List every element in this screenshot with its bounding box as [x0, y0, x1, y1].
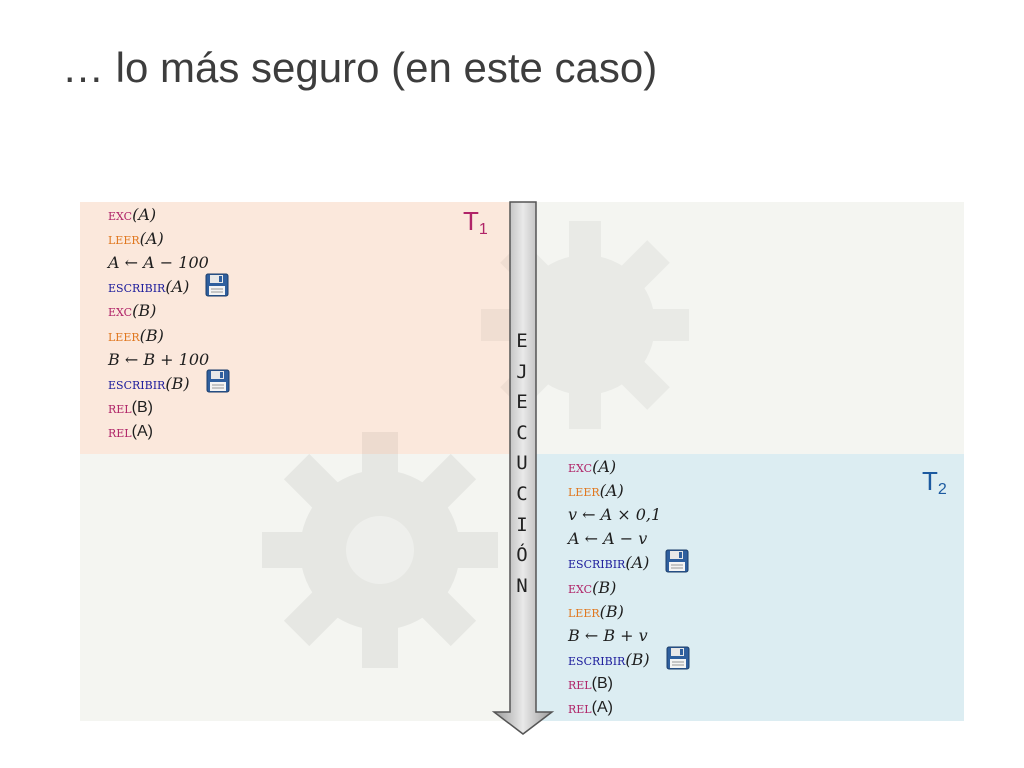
t2-label: T2 [922, 466, 947, 498]
operation-keyword: escribir [568, 650, 626, 670]
operation-expression: B ← B + 100 [108, 349, 210, 369]
operation-line: v ← A × 0,1 [568, 502, 690, 526]
operation-keyword: rel [108, 398, 132, 418]
operation-argument: (B) [165, 373, 190, 393]
operation-line: escribir(B) [568, 646, 690, 674]
gear-watermark-icon [262, 432, 498, 668]
operation-keyword: exc [108, 204, 133, 224]
operation-line: A ← A − 100 [108, 250, 230, 274]
operation-line: A ← A − v [568, 527, 690, 551]
operation-line: B ← B + 100 [108, 347, 230, 371]
operation-keyword: exc [568, 577, 593, 597]
execution-letter: N [516, 574, 528, 597]
execution-letter: C [516, 421, 528, 444]
execution-letter: J [516, 360, 528, 383]
operation-keyword: exc [108, 301, 133, 321]
operation-argument: (A) [599, 480, 624, 500]
operation-keyword: leer [568, 601, 600, 621]
operation-argument: (B) [599, 601, 624, 621]
t1-background [80, 202, 510, 454]
floppy-disk-icon [666, 646, 690, 674]
operation-expression: B ← B + v [568, 625, 648, 645]
operation-line: rel(B) [568, 672, 690, 696]
operation-line: escribir(B) [108, 369, 230, 397]
operation-line: rel(B) [108, 396, 230, 420]
slide-title: … lo más seguro (en este caso) [62, 44, 658, 91]
execution-letter: Ó [516, 544, 528, 567]
operation-argument: (A) [131, 422, 153, 440]
operation-argument: (A) [591, 698, 613, 716]
operation-argument: (A) [592, 456, 617, 476]
operation-line: leer(B) [568, 599, 690, 623]
execution-letter: U [516, 452, 528, 475]
bottom-left-background [80, 454, 510, 721]
operation-argument: (A) [165, 277, 190, 297]
operation-argument: (A) [625, 553, 650, 573]
operation-line: escribir(A) [568, 549, 690, 577]
operation-argument: (B) [591, 674, 613, 692]
execution-letter: C [516, 482, 528, 505]
top-right-background [510, 202, 964, 454]
operation-keyword: escribir [108, 373, 166, 393]
execution-letter: E [516, 391, 528, 414]
operation-argument: (A) [132, 204, 157, 224]
operation-argument: (B) [131, 398, 153, 416]
operation-keyword: leer [108, 325, 140, 345]
floppy-disk-icon [206, 369, 230, 397]
operation-expression: v ← A × 0,1 [568, 504, 662, 524]
operation-expression: A ← A − v [568, 529, 648, 549]
operation-line: leer(B) [108, 323, 230, 347]
operation-argument: (B) [132, 301, 157, 321]
operation-line: exc(B) [108, 299, 230, 323]
operation-line: B ← B + v [568, 623, 690, 647]
execution-letter: I [516, 513, 528, 536]
execution-arrow [491, 201, 555, 735]
operation-line: exc(A) [108, 202, 230, 226]
operation-line: leer(A) [108, 226, 230, 250]
operation-line: rel(A) [108, 420, 230, 444]
t2-background [510, 454, 964, 721]
operation-argument: (B) [139, 325, 164, 345]
floppy-disk-icon [665, 549, 689, 577]
operation-keyword: leer [568, 480, 600, 500]
operation-keyword: escribir [568, 553, 626, 573]
t1-label: T1 [463, 206, 488, 238]
operation-argument: (B) [592, 577, 617, 597]
floppy-disk-icon [205, 273, 229, 301]
operation-line: exc(A) [568, 454, 690, 478]
operation-keyword: leer [108, 228, 140, 248]
execution-letter: E [516, 330, 528, 352]
operation-keyword: rel [568, 674, 592, 694]
operation-expression: A ← A − 100 [108, 252, 209, 272]
operation-line: rel(A) [568, 696, 690, 720]
operation-argument: (B) [625, 650, 650, 670]
operation-keyword: escribir [108, 277, 166, 297]
operation-argument: (A) [139, 228, 164, 248]
operation-line: leer(A) [568, 478, 690, 502]
operation-line: escribir(A) [108, 273, 230, 301]
operation-keyword: rel [568, 698, 592, 718]
operation-keyword: rel [108, 422, 132, 442]
operation-keyword: exc [568, 456, 593, 476]
operation-line: exc(B) [568, 575, 690, 599]
